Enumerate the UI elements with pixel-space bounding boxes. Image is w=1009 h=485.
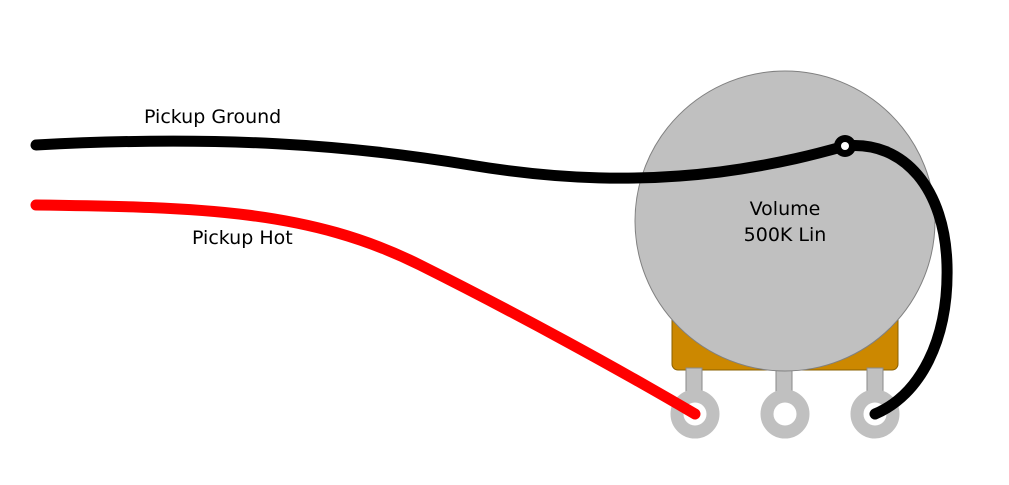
pickup-ground-wire [30, 135, 851, 184]
lug-right [850, 389, 900, 439]
case-solder-point-center [841, 142, 849, 150]
ground-jumper-wire [839, 140, 953, 420]
pot-name-label: Volume [750, 198, 821, 220]
pot-body [634, 70, 936, 372]
lug-middle [760, 389, 810, 439]
pot-value-label: 500K Lin [744, 224, 827, 246]
pot-lugs [670, 389, 900, 439]
lug-left [670, 389, 720, 439]
pickup-hot-label: Pickup Hot [192, 227, 293, 249]
pickup-hot-wire [30, 199, 701, 420]
pickup-ground-label: Pickup Ground [144, 106, 281, 128]
